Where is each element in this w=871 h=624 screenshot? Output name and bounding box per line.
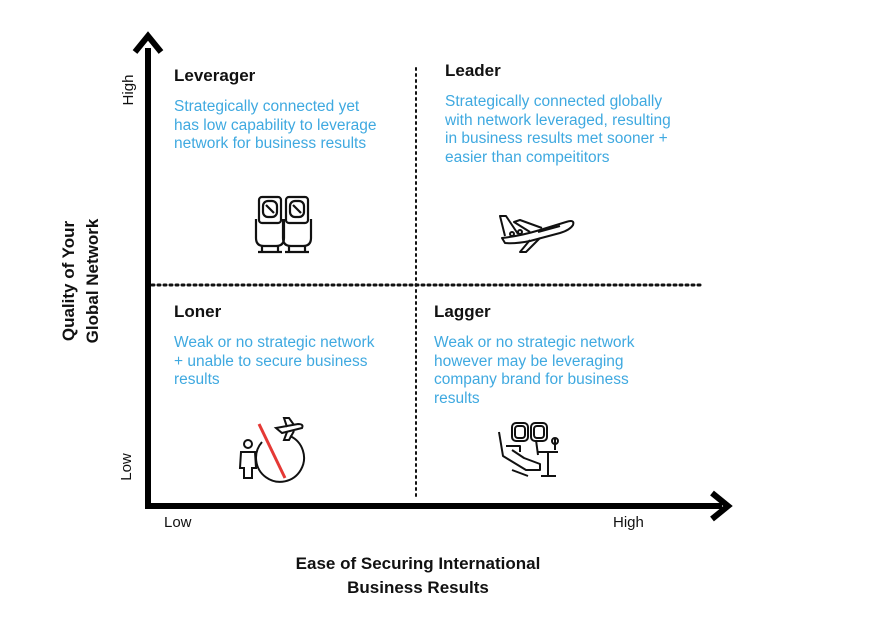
airplane-seats-icon (254, 195, 313, 254)
quadrant-description-loner: Weak or no strategic network + unable to… (174, 334, 375, 388)
quadrant-description-leader: Strategically connected globally with ne… (445, 93, 671, 166)
x-axis-title: Ease of Securing International Business … (295, 554, 541, 597)
business-class-seat-icon (498, 422, 559, 477)
private-jet-icon (499, 215, 575, 253)
quadrant-description-lagger: Weak or no strategic network however may… (434, 334, 635, 407)
x-axis-arrowhead (710, 490, 733, 522)
quadrant-title-lagger: Lagger (434, 302, 491, 321)
y-axis-low-label: Low (118, 453, 135, 481)
y-axis-arrowhead (132, 31, 164, 54)
y-axis-high-label: High (120, 74, 137, 106)
x-axis-low-label: Low (164, 514, 192, 531)
quadrant-title-leverager: Leverager (174, 66, 256, 85)
quadrant-title-loner: Loner (174, 302, 222, 321)
quadrant-title-leader: Leader (445, 61, 501, 80)
x-axis-high-label: High (613, 514, 644, 531)
y-axis-title: Quality of Your Global Network (59, 218, 102, 344)
quadrant-description-leverager: Strategically connected yet has low capa… (174, 98, 377, 152)
no-travel-icon (238, 417, 306, 483)
